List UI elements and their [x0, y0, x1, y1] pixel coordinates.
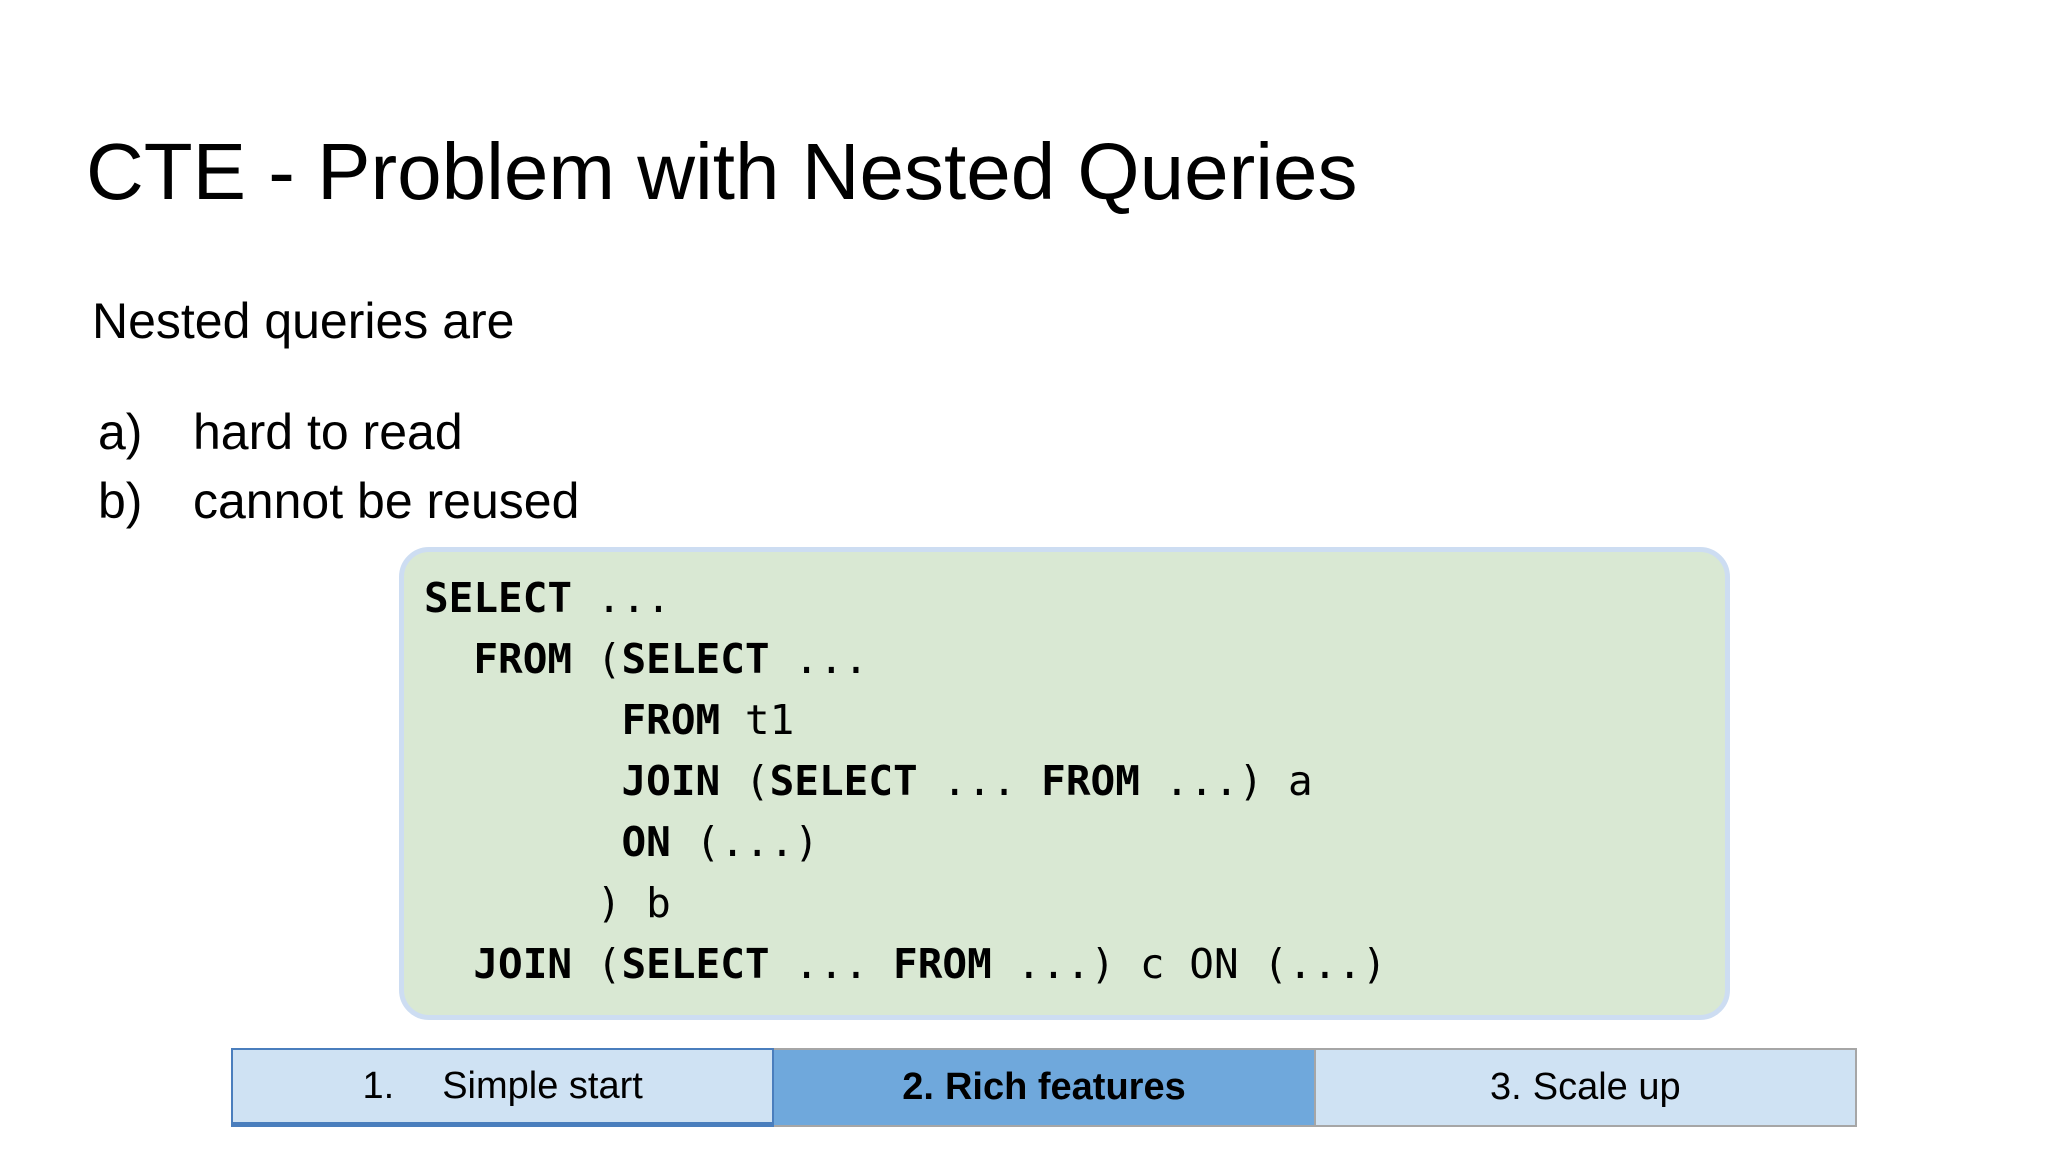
step-label: Rich features — [944, 1066, 1186, 1108]
step-label: Simple start — [442, 1064, 643, 1107]
progress-step-scale-up: 3. Scale up — [1315, 1048, 1857, 1127]
code-line: ON (...) — [621, 818, 819, 866]
code-line: FROM (SELECT ... — [473, 635, 869, 683]
step-number: 3. — [1490, 1066, 1522, 1108]
code-line: JOIN (SELECT ... FROM ...) c ON (...) — [473, 940, 1387, 988]
step-number: 2. — [902, 1066, 934, 1108]
sql-code-block: SELECT ... FROM (SELECT ... FROM t1 JOIN… — [399, 547, 1730, 1020]
step-label: Scale up — [1532, 1066, 1681, 1108]
list-item: a) hard to read — [98, 398, 579, 467]
sql-code: SELECT ... FROM (SELECT ... FROM t1 JOIN… — [404, 552, 1725, 995]
list-item-text: cannot be reused — [193, 473, 580, 529]
list-item: b) cannot be reused — [98, 467, 579, 536]
code-line: JOIN (SELECT ... FROM ...) a — [621, 757, 1313, 805]
code-line: ) b — [424, 879, 671, 927]
progress-step-simple-start: 1. Simple start — [231, 1048, 775, 1127]
progress-step-rich-features: 2. Rich features — [774, 1048, 1316, 1127]
list-marker: a) — [98, 404, 143, 460]
list-marker: b) — [98, 473, 143, 529]
code-line: SELECT ... — [424, 574, 671, 622]
progress-bar: 1. Simple start 2. Rich features 3. Scal… — [231, 1048, 1857, 1127]
code-line: FROM t1 — [621, 696, 795, 744]
intro-text: Nested queries are — [92, 293, 515, 349]
list-item-text: hard to read — [193, 404, 463, 460]
reasons-list: a) hard to read b) cannot be reused — [98, 398, 579, 536]
slide-title: CTE - Problem with Nested Queries — [86, 127, 1358, 216]
step-number: 1. — [362, 1064, 395, 1107]
